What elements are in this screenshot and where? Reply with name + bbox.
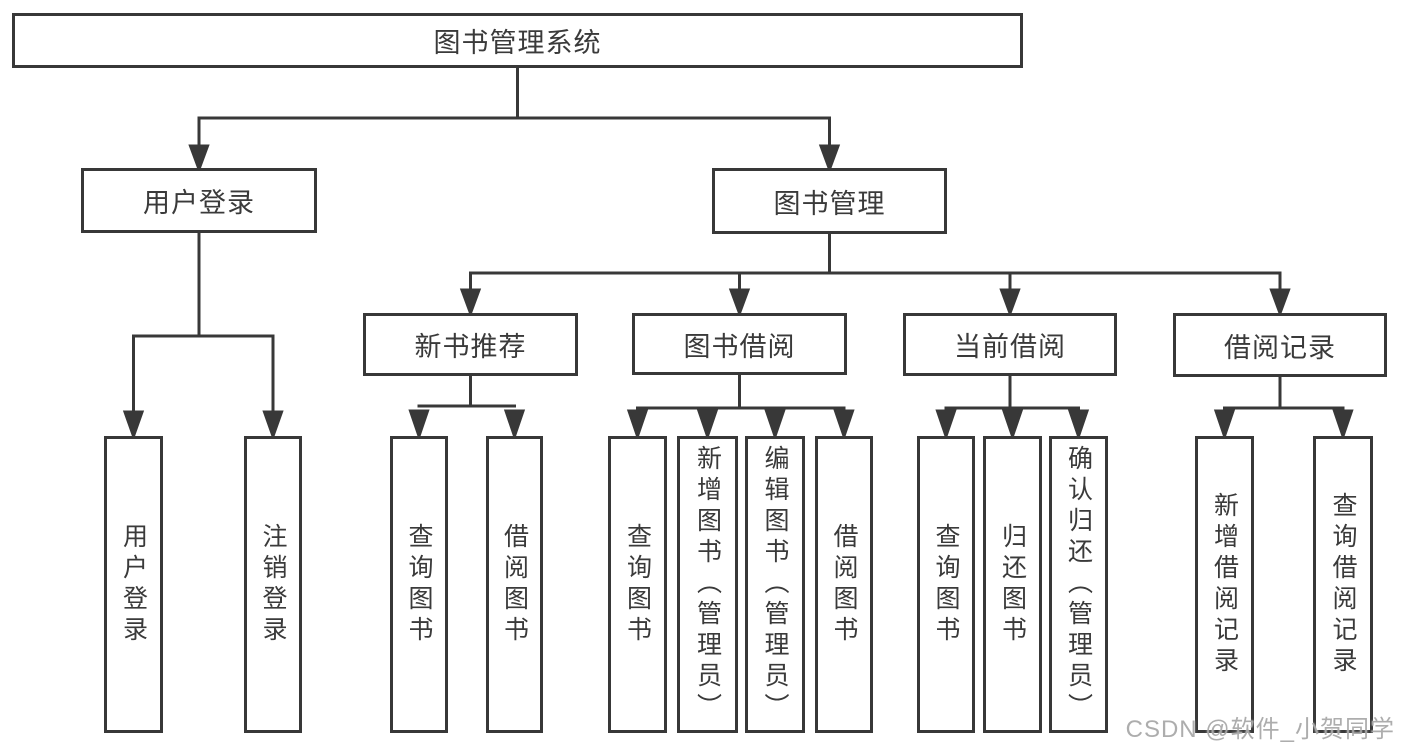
leaf-add-books-admin: 新增图书（管理员）: [677, 436, 738, 733]
leaf-label: 借阅图书: [500, 522, 529, 647]
arrow-down-icon: [408, 409, 430, 441]
node-current-borrow: 当前借阅: [903, 313, 1117, 376]
leaf-label: 确认归还（管理员）: [1064, 445, 1093, 724]
leaf-query-borrow-record: 查询借阅记录: [1313, 436, 1373, 733]
arrow-down-icon: [1332, 409, 1354, 441]
arrow-down-icon: [503, 409, 526, 441]
arrow-down-icon: [728, 288, 751, 318]
leaf-query-books-3: 查询图书: [917, 436, 975, 733]
node-book-borrow: 图书借阅: [632, 313, 847, 375]
arrow-down-icon: [833, 409, 855, 441]
leaf-user-login: 用户登录: [104, 436, 163, 733]
node-label: 借阅记录: [1224, 332, 1336, 363]
leaf-label: 查询图书: [932, 522, 960, 647]
arrow-down-icon: [262, 410, 284, 441]
arrow-down-icon: [935, 409, 957, 441]
leaf-borrow-books-1: 借阅图书: [486, 436, 543, 733]
node-label: 图书管理: [773, 188, 886, 219]
leaf-label: 注销登录: [259, 522, 287, 647]
csdn-watermark: CSDN @软件_小贺同学: [1125, 716, 1395, 743]
leaf-label: 归还图书: [998, 522, 1027, 647]
leaf-borrow-books-2: 借阅图书: [815, 436, 873, 733]
connector-user-login-children: [122, 233, 284, 441]
leaf-label: 查询图书: [623, 522, 652, 647]
leaf-label: 用户登录: [119, 522, 148, 647]
leaf-label: 新增图书（管理员）: [693, 445, 722, 724]
leaf-add-borrow-record: 新增借阅记录: [1195, 436, 1254, 733]
node-new-book-recommend: 新书推荐: [363, 313, 578, 376]
leaf-label: 编辑图书（管理员）: [761, 445, 789, 724]
node-borrow-records: 借阅记录: [1173, 313, 1387, 377]
arrow-down-icon: [188, 144, 210, 174]
leaf-query-books-1: 查询图书: [390, 436, 448, 733]
leaf-label: 查询借阅记录: [1329, 491, 1357, 678]
node-label: 新书推荐: [414, 332, 527, 362]
leaf-logout: 注销登录: [244, 436, 302, 733]
connector-book-borrow-children: [626, 375, 855, 441]
arrow-down-icon: [1067, 409, 1090, 441]
arrow-down-icon: [626, 409, 649, 441]
node-label: 当前借阅: [954, 332, 1066, 362]
leaf-edit-books-admin: 编辑图书（管理员）: [745, 436, 805, 733]
leaf-label: 新增借阅记录: [1210, 491, 1239, 678]
arrow-down-icon: [999, 288, 1021, 318]
connector-new-books-children: [408, 376, 526, 441]
arrow-down-icon: [1269, 288, 1291, 318]
arrow-down-icon: [764, 409, 786, 441]
node-label: 用户登录: [143, 188, 255, 218]
node-root-system: 图书管理系统: [12, 13, 1023, 68]
connector-current-borrow-children: [935, 376, 1090, 441]
node-book-management: 图书管理: [712, 168, 947, 234]
leaf-label: 查询图书: [405, 522, 433, 647]
leaf-confirm-return-admin: 确认归还（管理员）: [1049, 436, 1108, 733]
leaf-return-books: 归还图书: [983, 436, 1042, 733]
connector-root-to-level2: [188, 66, 841, 174]
leaf-label: 借阅图书: [830, 522, 858, 647]
leaf-query-books-2: 查询图书: [608, 436, 667, 733]
node-user-login: 用户登录: [81, 168, 317, 233]
arrow-down-icon: [122, 410, 145, 441]
connector-borrow-records-children: [1213, 377, 1354, 441]
node-label: 图书管理系统: [433, 28, 602, 58]
arrow-down-icon: [1213, 409, 1236, 441]
arrow-down-icon: [818, 144, 841, 174]
node-label: 图书借阅: [683, 331, 796, 362]
connector-book-mgmt-children: [459, 234, 1291, 318]
arrow-down-icon: [696, 409, 719, 441]
arrow-down-icon: [459, 288, 482, 318]
arrow-down-icon: [1001, 409, 1024, 441]
